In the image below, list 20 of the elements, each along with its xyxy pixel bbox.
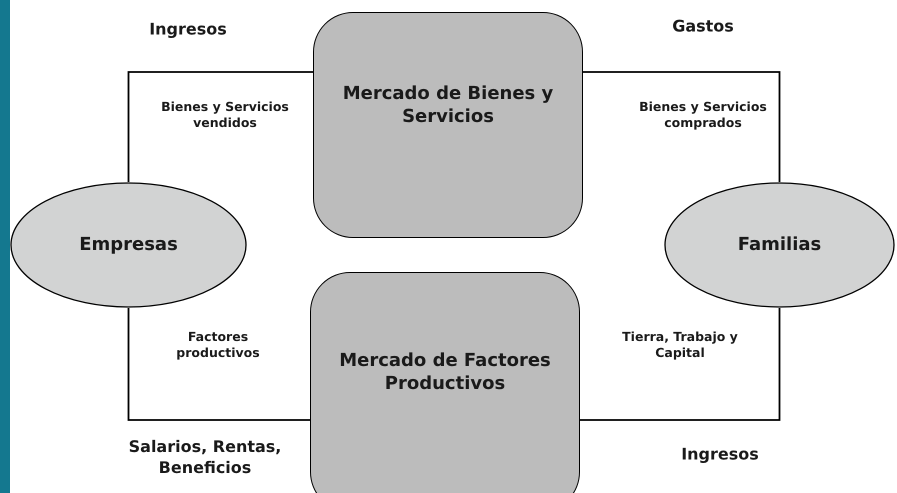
flow-label: Salarios, Rentas, Beneficios xyxy=(128,437,282,479)
flow-label: Tierra, Trabajo y Capital xyxy=(621,328,739,362)
flow-label: Gastos xyxy=(671,16,735,38)
ellipse-node xyxy=(664,182,895,308)
node-label: Familias xyxy=(736,233,822,257)
flow-label: Ingresos xyxy=(148,20,228,40)
node-label: Mercado de Factores Productivos xyxy=(338,348,552,396)
flow-label: Factores productivos xyxy=(175,328,261,362)
node-label: Mercado de Bienes y Servicios xyxy=(342,82,554,128)
flow-label: Ingresos xyxy=(680,444,760,466)
market-box xyxy=(313,12,583,238)
ellipse-node xyxy=(10,182,247,308)
connector-line xyxy=(583,71,780,182)
market-box xyxy=(310,272,580,493)
connector-line xyxy=(580,308,780,421)
flow-label: Bienes y Servicios vendidos xyxy=(160,98,290,132)
connector-line xyxy=(128,308,310,421)
node-label: Empresas xyxy=(78,233,179,257)
connector-line xyxy=(128,71,313,182)
flow-label: Bienes y Servicios comprados xyxy=(638,98,768,132)
